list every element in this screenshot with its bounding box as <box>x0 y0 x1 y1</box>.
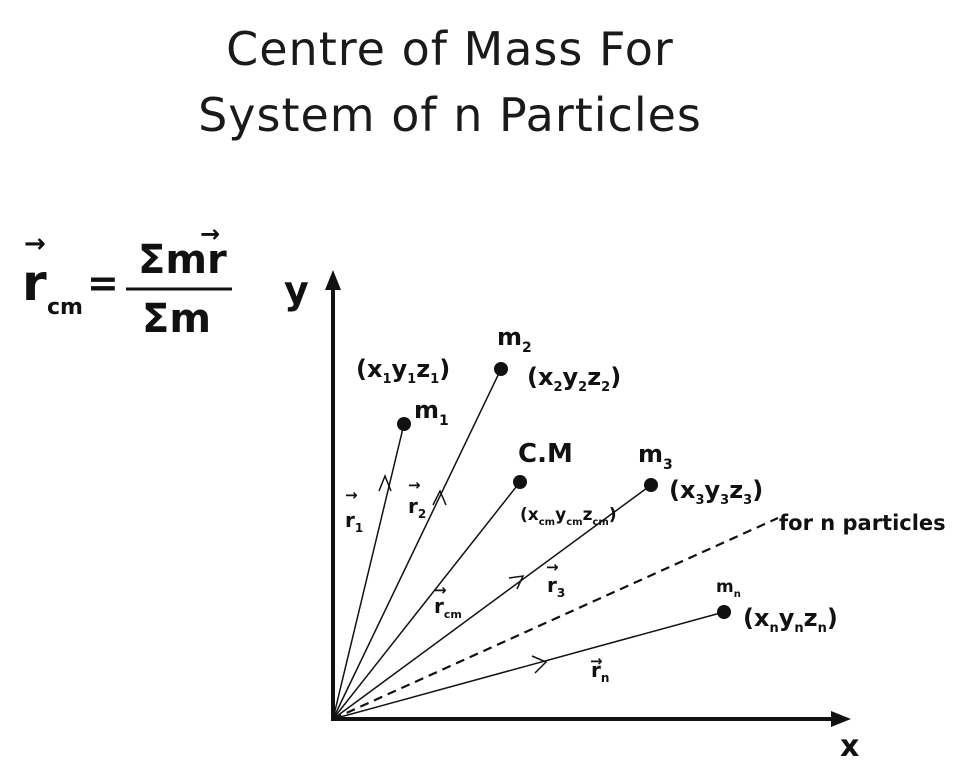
dashed-line-label: for n particles <box>779 511 946 535</box>
chevron-r3 <box>508 575 525 590</box>
vector-rn <box>332 611 725 720</box>
r3-label: r3 <box>547 573 565 600</box>
chevron-r1 <box>378 473 392 492</box>
m2-label: m2 <box>497 323 532 356</box>
r2-arrow: → <box>408 476 421 494</box>
labels: m1 (x1y1z1) m2 (x2y2z2) m3 (x3y3z3) mn (… <box>345 323 946 685</box>
particles <box>397 362 731 619</box>
r3-arrow: → <box>546 558 559 576</box>
particle-m3-dot <box>644 478 658 492</box>
vectors <box>332 368 779 721</box>
vector-r1 <box>332 423 405 720</box>
formula-numerator-arrow: → <box>200 220 220 248</box>
vector-r3 <box>332 484 652 720</box>
cm-label: C.M <box>518 439 573 469</box>
y-axis-arrowhead <box>325 270 341 290</box>
formula-lhs-arrow: → <box>24 229 46 259</box>
vector-rcm <box>332 481 521 720</box>
rcm-label: rcm <box>434 594 462 621</box>
x-axis-label: x <box>840 729 859 764</box>
axes: y x <box>284 268 859 764</box>
m3-label: m3 <box>638 440 673 473</box>
r1-arrow: → <box>345 486 358 504</box>
m3-coords: (x3y3z3) <box>669 476 763 508</box>
particle-mn-dot <box>717 605 731 619</box>
formula: r → cm = Σmr → Σm <box>22 220 232 342</box>
vector-r2 <box>332 368 502 720</box>
rcm-arrow: → <box>434 581 447 599</box>
rn-arrow: → <box>590 652 603 670</box>
dashed-line <box>332 516 779 721</box>
particle-m2-dot <box>494 362 508 376</box>
formula-denominator: Σm <box>142 296 211 342</box>
chevron-r2 <box>432 489 447 506</box>
title-line-1: Centre of Mass For <box>226 22 674 76</box>
m1-label: m1 <box>414 396 449 429</box>
formula-numerator: Σmr <box>138 237 227 283</box>
y-axis-label: y <box>284 268 309 312</box>
cm-coords: (xcmycmzcm) <box>520 505 617 528</box>
mn-label: mn <box>716 577 741 600</box>
x-axis-arrowhead <box>831 711 851 727</box>
chevron-rn <box>531 655 548 674</box>
title-line-2: System of n Particles <box>198 88 702 142</box>
formula-lhs-sub: cm <box>47 295 83 320</box>
mn-coords: (xnynzn) <box>743 604 838 636</box>
formula-lhs: r <box>22 254 47 312</box>
particle-m1-dot <box>397 417 411 431</box>
rn-label: rn <box>591 658 609 685</box>
r2-label: r2 <box>408 494 426 521</box>
cm-dot <box>513 475 527 489</box>
m1-coords: (x1y1z1) <box>356 355 450 387</box>
r1-label: r1 <box>345 508 363 535</box>
formula-equals: = <box>87 261 119 305</box>
m2-coords: (x2y2z2) <box>527 363 621 395</box>
